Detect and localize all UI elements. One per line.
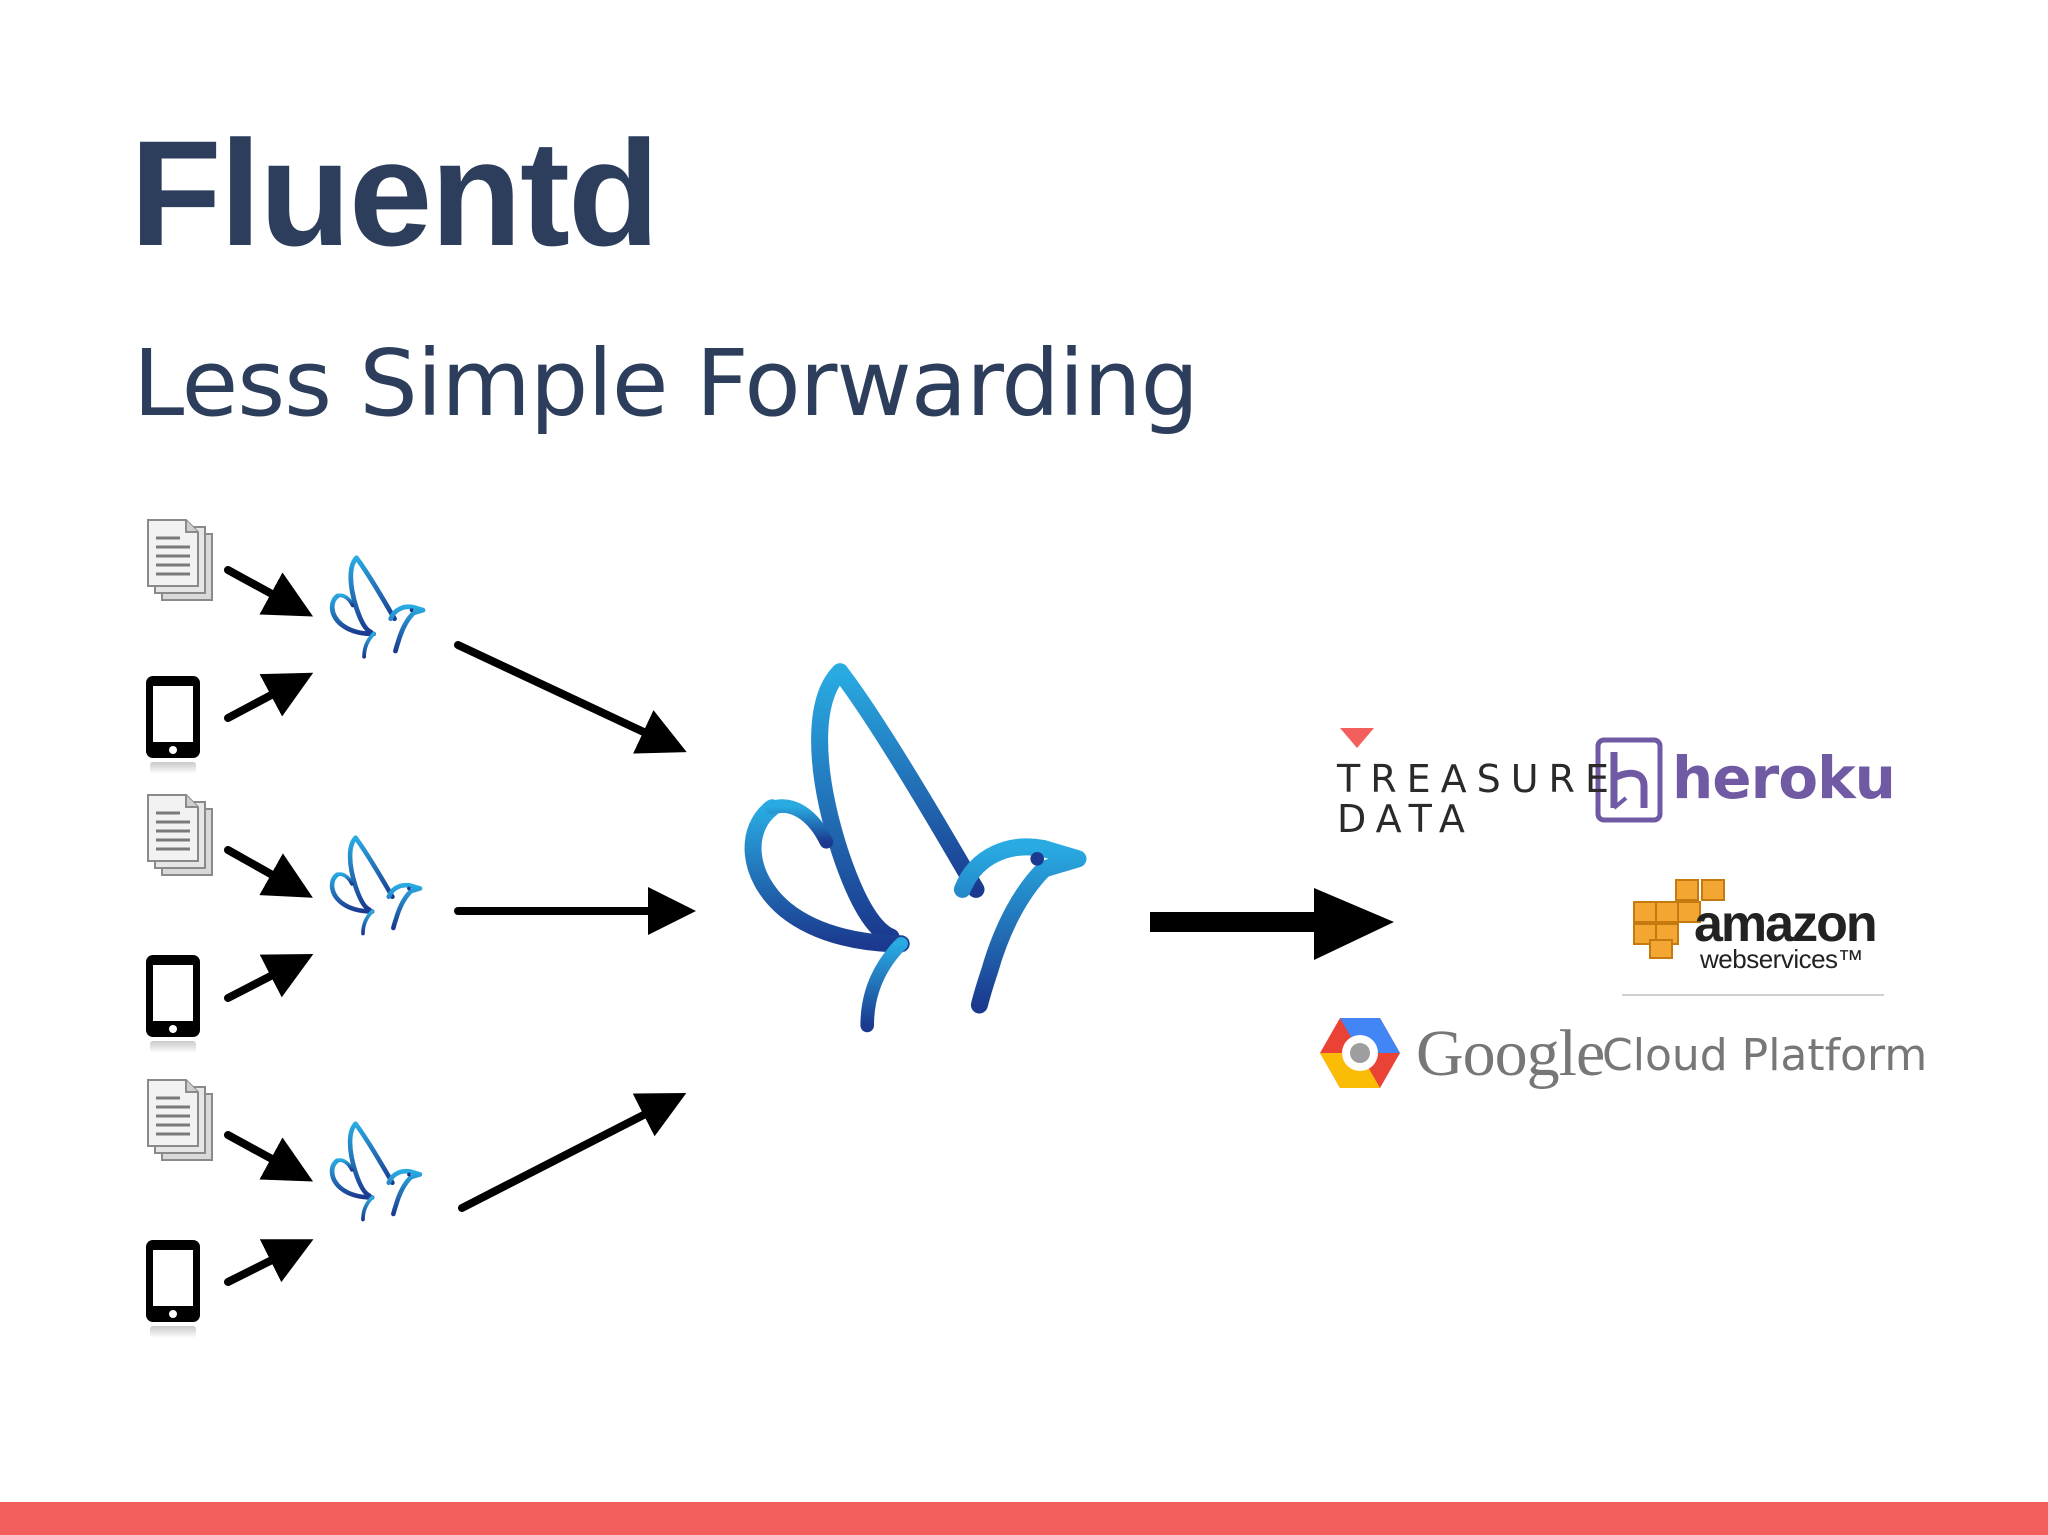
document-stack-icon — [146, 1078, 214, 1162]
treasure-data-line1: TREASURE — [1337, 757, 1619, 801]
arrow — [224, 954, 314, 1002]
fluentd-bird-icon — [332, 1124, 420, 1220]
google-cloud-logo-icon — [1320, 1018, 1400, 1088]
arrow — [454, 641, 687, 754]
treasure-data-logo-icon — [1340, 728, 1374, 748]
slide-title: Fluentd — [130, 109, 660, 277]
document-stack-icon — [146, 793, 214, 877]
source-arrows — [224, 566, 314, 1286]
document-stack-icon — [146, 518, 214, 602]
forward-arrows — [454, 641, 696, 1212]
aws-logo-subtext: webservices™ — [1700, 944, 1864, 974]
slide-subtitle: Less Simple Forwarding — [133, 330, 1199, 437]
google-logo-text: Google — [1416, 1017, 1605, 1090]
footer-accent-bar — [0, 1502, 2048, 1535]
output-arrow-head — [1314, 888, 1394, 960]
treasure-data-logo: TREASURE DATA — [1337, 757, 1619, 841]
smartphone-icon — [146, 1240, 200, 1338]
arrow — [224, 1239, 314, 1286]
arrow — [224, 566, 314, 617]
arrow — [458, 1093, 687, 1212]
heroku-logo-text: heroku — [1672, 744, 1896, 812]
arrow — [224, 846, 313, 898]
fluentd-bird-icon — [332, 838, 420, 934]
smartphone-icon — [146, 676, 200, 774]
arrow — [224, 1131, 314, 1182]
aws-logo-icon — [1633, 879, 1725, 959]
heroku-logo-icon — [1595, 737, 1663, 823]
fluentd-bird-icon — [332, 558, 423, 657]
cloud-platform-text: Cloud Platform — [1602, 1030, 1928, 1081]
aws-logo-text: amazon — [1694, 895, 1878, 953]
smartphone-icon — [146, 955, 200, 1053]
treasure-data-line2: DATA — [1337, 796, 1475, 841]
fluentd-aggregator-bird-icon — [753, 672, 1078, 1026]
arrow — [224, 672, 314, 722]
